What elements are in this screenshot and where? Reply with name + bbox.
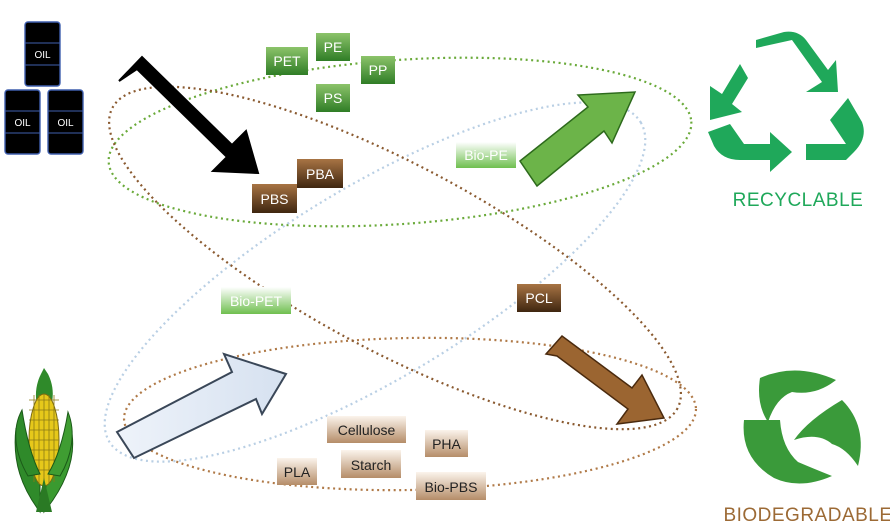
material-label: PBS — [260, 191, 288, 207]
material-box-bio-pbs: Bio-PBS — [416, 472, 486, 500]
oil-barrel-left: OIL — [4, 89, 41, 155]
material-box-pla: PLA — [277, 458, 317, 485]
material-box-pp: PP — [361, 56, 395, 84]
material-label: Bio-PE — [464, 147, 508, 163]
material-label: PET — [273, 53, 301, 69]
material-box-bio-pet: Bio-PET — [221, 287, 291, 314]
material-box-cellulose: Cellulose — [327, 416, 406, 443]
biobased-to-recyclable-arrow — [518, 91, 637, 188]
material-box-pba: PBA — [297, 159, 343, 188]
material-label: PS — [324, 90, 343, 106]
material-box-pet: PET — [266, 47, 308, 75]
material-label: Cellulose — [338, 422, 396, 438]
recycle-icon — [708, 31, 864, 172]
material-label: PLA — [284, 464, 311, 480]
material-label: PHA — [432, 436, 461, 452]
material-label: PP — [369, 62, 388, 78]
biodegradable-leaf-icon — [743, 370, 861, 484]
bio-recyclable-ellipse — [103, 101, 647, 463]
material-label: PCL — [525, 290, 552, 306]
material-box-pbs: PBS — [252, 184, 297, 213]
fossil-recyclable-ellipse — [107, 56, 693, 228]
oil-barrel-top: OIL — [24, 21, 61, 87]
biobased-to-biodegradable-arrow — [115, 352, 288, 460]
material-box-pha: PHA — [425, 430, 468, 457]
biodegradable-label: BIODEGRADABLE — [723, 505, 890, 526]
fossil-biodegradable-ellipse — [108, 85, 682, 431]
material-box-ps: PS — [316, 84, 350, 112]
material-box-pcl: PCL — [517, 284, 561, 312]
fossil-to-biodegradable-arrow — [544, 334, 666, 425]
material-box-starch: Starch — [341, 450, 401, 478]
material-label: Bio-PET — [230, 293, 283, 309]
corn-icon — [14, 368, 74, 514]
material-label: PE — [324, 39, 343, 55]
material-label: Starch — [351, 457, 391, 473]
material-box-pe: PE — [316, 33, 350, 61]
oil-barrel-label: OIL — [14, 118, 31, 129]
fossil-to-recyclable-arrow — [118, 55, 260, 175]
recyclable-label: RECYCLABLE — [733, 190, 864, 211]
material-label: Bio-PBS — [425, 479, 478, 495]
oil-barrel-label: OIL — [34, 50, 51, 61]
material-label: PBA — [306, 166, 335, 182]
material-box-bio-pe: Bio-PE — [456, 142, 516, 168]
bio-biodegradable-ellipse — [122, 336, 698, 492]
oil-barrel-label: OIL — [57, 118, 74, 129]
oil-barrel-right: OIL — [47, 89, 84, 155]
